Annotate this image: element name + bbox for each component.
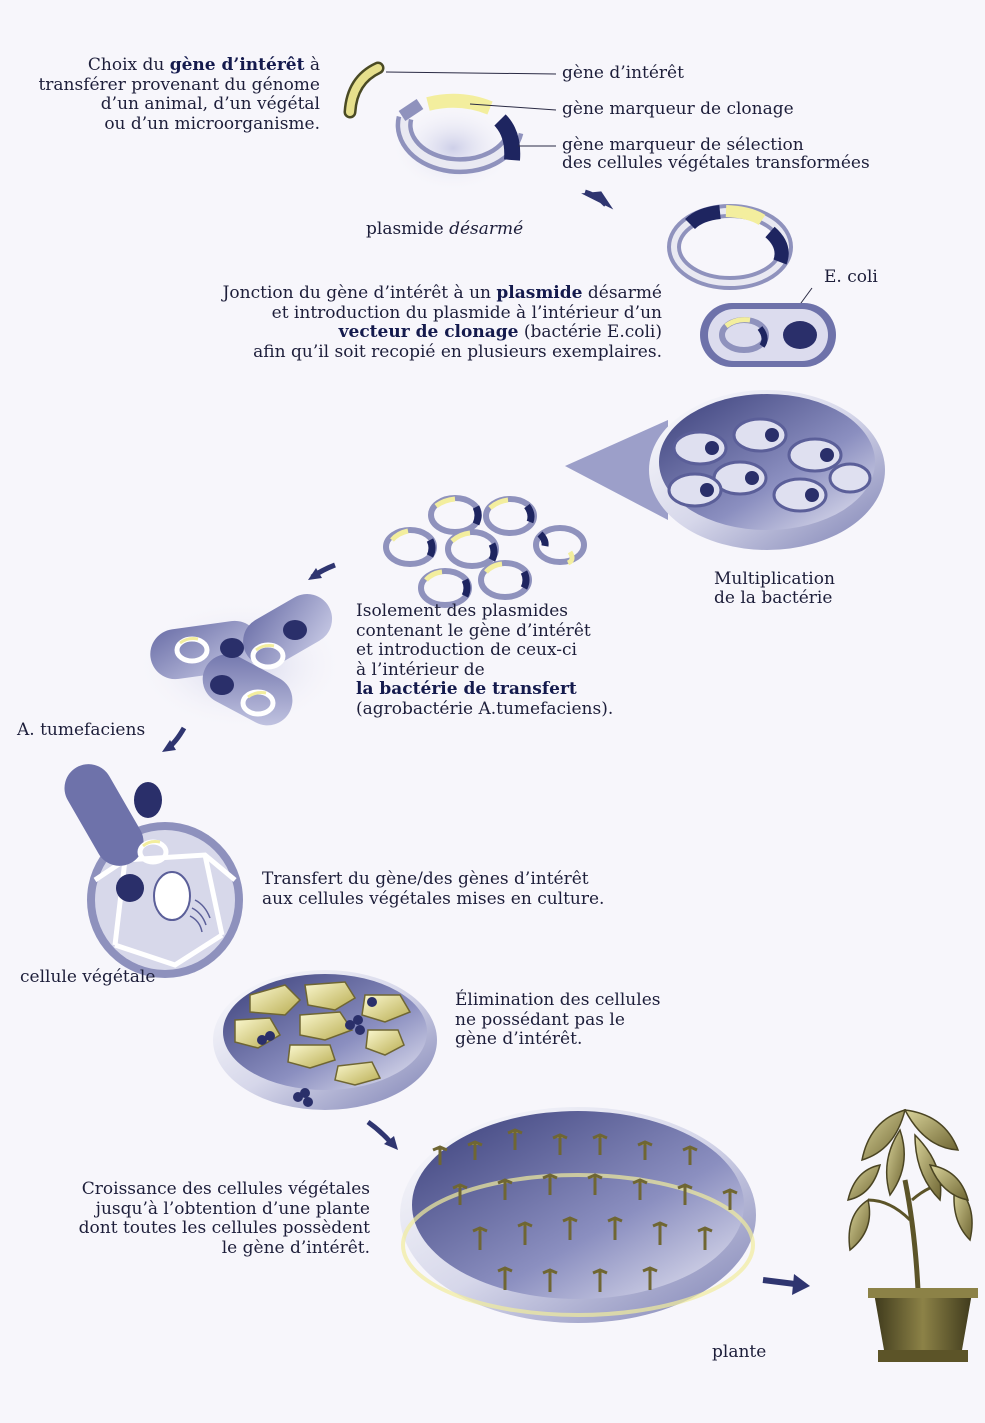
bacteria-petri-dish [649,390,885,550]
label-disarmed-plasmid: plasmide désarmé [366,220,523,240]
step2-description: Jonction du gène d’intérêt à un plasmide… [150,284,662,362]
arrow-head-icon [792,1274,810,1295]
disarmed-plasmid-ring [391,101,515,192]
step1-description: Choix du gène d’intérêt à transférer pro… [20,56,320,134]
label-plant: plante [712,1343,766,1363]
label-selection-marker: gène marqueur de sélectiondes cellules v… [562,136,870,172]
e-coli-bacterium [700,303,836,367]
agrobacteria-cluster [135,585,345,734]
gene-of-interest-fragment [350,68,378,112]
label-a-tumefaciens: A. tumefaciens [17,721,145,741]
selection-petri-dish [213,970,437,1110]
label-gene-of-interest: gène d’intérêt [562,64,684,84]
label-plant-cell: cellule végétale [20,968,155,988]
growth-petri-dish [400,1107,756,1323]
step4-description: Transfert du gène/des gènes d’intérêt au… [262,870,662,909]
isolated-plasmids [386,498,584,605]
arrow-icon [585,192,606,205]
step3-description: Isolement des plasmides contenant le gèn… [356,602,676,719]
step5-description: Élimination des cellules ne possédant pa… [455,991,695,1050]
label-cloning-marker: gène marqueur de clonage [562,100,794,120]
label-bacteria-multiplication: Multiplicationde la bactérie [714,570,835,608]
arrow-icon [763,1280,795,1284]
recombinant-plasmid [674,211,786,283]
plant-cell [56,755,243,978]
label-e-coli: E. coli [824,268,878,288]
step6-description: Croissance des cellules végétales jusqu’… [30,1180,370,1258]
potted-plant [848,1110,978,1362]
